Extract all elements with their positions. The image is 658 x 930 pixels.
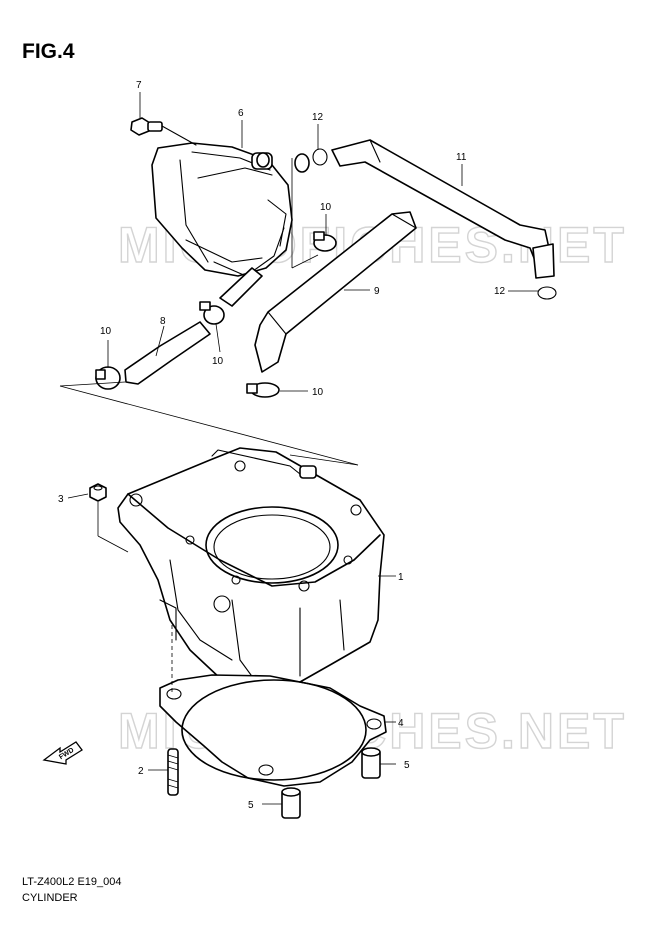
part-10-clamp-lower [246,382,280,398]
callout-4: 4 [398,718,404,729]
part-12-clip-top [294,153,310,173]
callout-12-top: 12 [312,112,324,123]
part-4-gasket [159,674,387,787]
part-12-ring-bottom [537,286,557,300]
diagram-name: CYLINDER [22,892,78,904]
part-5-dowel-bottom [281,787,301,819]
callout-12-bottom: 12 [494,286,506,297]
callout-11: 11 [456,152,467,163]
callout-8: 8 [160,316,166,327]
part-10-clamp-upper [313,231,337,252]
part-6-valve [151,142,293,277]
callout-10-lower: 10 [312,387,324,398]
valve-outlet-pipe [219,267,263,307]
part-3-nut [89,483,129,553]
callout-2: 2 [138,766,144,777]
callout-3: 3 [58,494,64,505]
callout-10-left: 10 [100,326,112,337]
part-7-bolt [130,117,197,146]
callout-9: 9 [374,286,380,297]
part-2-stud [167,748,179,796]
callout-10-mid: 10 [212,356,224,367]
part-9-hose [254,211,417,373]
part-12-ring-top [312,148,328,166]
part-1-cylinder [117,447,385,691]
part-8-hose [124,321,211,385]
callout-5-right: 5 [404,760,410,771]
figure-title: FIG.4 [22,40,75,63]
callout-1: 1 [398,572,404,583]
callout-5-bottom: 5 [248,800,254,811]
diagram-code: LT-Z400L2 E19_004 [22,876,122,888]
callout-7: 7 [136,80,142,91]
fwd-direction-arrow: FWD [42,741,83,765]
callout-6: 6 [238,108,244,119]
part-5-dowel-right [361,747,381,779]
part-10-clamp-left [95,366,121,390]
part-10-clamp-mid [199,301,225,325]
callout-10-upper: 10 [320,202,332,213]
